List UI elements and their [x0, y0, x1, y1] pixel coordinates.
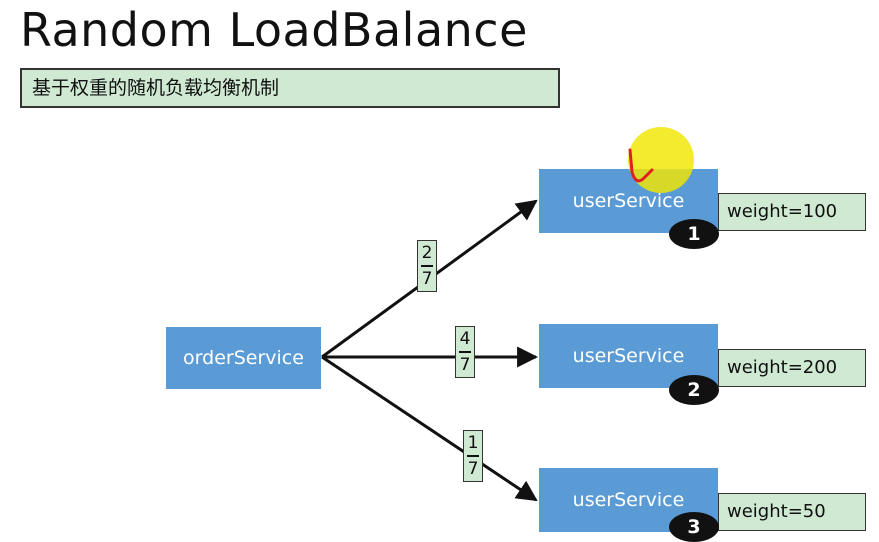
- fraction-numerator: 2: [421, 243, 433, 263]
- slide-subtitle: 基于权重的随机负载均衡机制: [20, 68, 560, 108]
- pointer-highlight-icon: [628, 127, 694, 193]
- index-badge-2: 2: [669, 375, 719, 405]
- fraction-denominator: 7: [459, 354, 471, 375]
- fraction-bar: [421, 265, 433, 267]
- fraction-denominator: 7: [467, 458, 479, 479]
- weight-label-2: weight=200: [718, 349, 866, 387]
- weight-label-3: weight=50: [718, 493, 866, 531]
- order-service-node: orderService: [166, 327, 321, 389]
- fraction-numerator: 1: [467, 433, 479, 453]
- probability-fraction-3: 1 7: [463, 430, 483, 482]
- slide-title: Random LoadBalance: [20, 3, 528, 57]
- arrow-to-service-3: [321, 355, 538, 502]
- index-badge-1: 1: [669, 219, 719, 249]
- weight-label-1: weight=100: [718, 193, 866, 231]
- probability-fraction-2: 4 7: [455, 326, 475, 378]
- index-badge-3: 3: [669, 512, 719, 542]
- fraction-bar: [467, 455, 479, 457]
- fraction-numerator: 4: [459, 329, 471, 349]
- pen-annotation-icon: [628, 148, 654, 183]
- fraction-denominator: 7: [421, 268, 433, 289]
- fraction-bar: [459, 351, 471, 353]
- probability-fraction-1: 2 7: [417, 240, 437, 292]
